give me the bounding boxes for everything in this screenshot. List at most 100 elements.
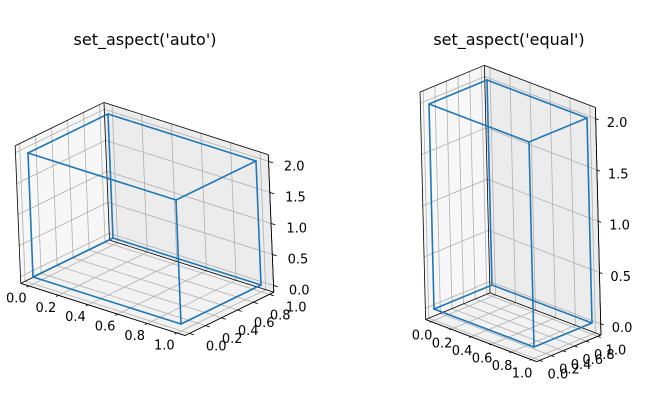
x-tick: [26, 285, 30, 288]
y-tick-label: 0.2: [222, 332, 243, 347]
cube-edge: [107, 113, 114, 239]
x-tick: [174, 332, 178, 335]
y-tick: [253, 301, 258, 304]
pane-edge: [489, 292, 602, 336]
z-tick: [600, 323, 604, 326]
y-tick: [574, 345, 578, 348]
z-tick: [598, 220, 602, 223]
cube-edge: [428, 103, 530, 143]
pane-edge: [14, 145, 22, 284]
cube-edge: [428, 103, 435, 310]
x-tick-label: 0.8: [492, 359, 513, 374]
cube-edge: [433, 284, 493, 310]
cube-edge: [528, 141, 535, 348]
floor-pane: [425, 292, 601, 362]
x-tick: [55, 295, 59, 297]
y-tick-label: 0.4: [571, 358, 592, 373]
y-tick: [221, 317, 226, 320]
pane-edge: [419, 64, 485, 93]
x-tick: [469, 336, 472, 338]
y-tick: [237, 309, 242, 312]
y-tick-label: 1.0: [606, 343, 627, 358]
cube-edge: [27, 152, 177, 201]
x-tick-label: 0.6: [472, 352, 493, 367]
z-tick: [268, 161, 274, 164]
z-tick-label: 0.5: [610, 270, 631, 285]
pane-edge: [484, 64, 596, 108]
x-tick: [489, 344, 492, 346]
cube-edge: [107, 113, 257, 162]
y-tick: [205, 325, 210, 328]
x-tick-label: 0.8: [124, 329, 145, 344]
cube-edge: [32, 276, 182, 325]
x-tick: [144, 323, 148, 326]
y-tick-label: 0.0: [548, 367, 569, 382]
chart-title: set_aspect('equal'): [433, 30, 584, 50]
cube-edge: [486, 79, 493, 286]
y-tick-label: 0.4: [238, 324, 259, 339]
pane-edge: [103, 102, 110, 241]
x-tick: [449, 328, 452, 331]
y-tick-label: 0.8: [594, 348, 615, 363]
cube-edge: [533, 322, 593, 348]
cube-edge: [27, 113, 109, 154]
y-axis-line: [184, 291, 274, 336]
y-tick-label: 0.8: [270, 308, 291, 323]
z-tick: [596, 169, 601, 172]
z-tick-label: 0.0: [289, 284, 310, 299]
z-tick-label: 0.5: [288, 253, 309, 268]
x-axis-line: [425, 319, 537, 363]
z-tick: [599, 272, 603, 275]
cube-edge: [27, 152, 34, 278]
z-tick: [270, 223, 276, 226]
cube-edge: [32, 237, 114, 278]
y-tick: [539, 359, 543, 362]
x-tick-label: 0.4: [65, 310, 86, 325]
cube-edge: [486, 79, 588, 119]
z-tick-label: 0.0: [612, 321, 633, 336]
x-tick-label: 0.2: [432, 336, 453, 351]
z-tick-label: 1.0: [609, 219, 630, 234]
pane-edge: [484, 65, 491, 293]
x-tick-label: 0.0: [412, 329, 433, 344]
cube-edge: [528, 117, 588, 143]
y-tick: [562, 350, 567, 353]
y-tick-label: 0.2: [559, 363, 580, 378]
z-tick-label: 2.0: [607, 116, 628, 131]
axes: [425, 107, 604, 363]
cube-edge: [428, 79, 488, 105]
x-tick: [529, 359, 532, 361]
z-tick: [272, 254, 277, 257]
axes: [20, 154, 279, 336]
x-tick: [115, 313, 118, 316]
x-tick-label: 0.0: [6, 291, 27, 306]
cube-edge: [255, 160, 262, 286]
z-tick: [595, 118, 599, 121]
x-axis-line: [20, 282, 186, 336]
y-axis-line: [536, 334, 602, 363]
x-tick: [85, 304, 89, 307]
y-tick-label: 1.0: [286, 301, 307, 316]
y-tick-label: 0.6: [582, 353, 603, 368]
x-tick: [509, 351, 512, 354]
z-tick: [273, 285, 279, 288]
cube-edge: [175, 199, 182, 325]
y-tick-label: 0.0: [206, 340, 227, 355]
z-tick-label: 1.5: [608, 167, 629, 182]
z-tick-label: 1.0: [286, 222, 307, 237]
cube-edge: [180, 284, 262, 325]
cube-edge: [175, 160, 257, 201]
pane-edge: [425, 292, 491, 320]
data-series: [428, 79, 593, 348]
z-tick: [269, 192, 275, 195]
data-series: [27, 113, 262, 325]
pane-edge: [103, 102, 269, 156]
cube-edge: [586, 117, 593, 324]
chart-title: set_aspect('auto'): [74, 30, 217, 50]
floor-pane: [20, 240, 274, 336]
x-tick-label: 1.0: [154, 338, 175, 353]
